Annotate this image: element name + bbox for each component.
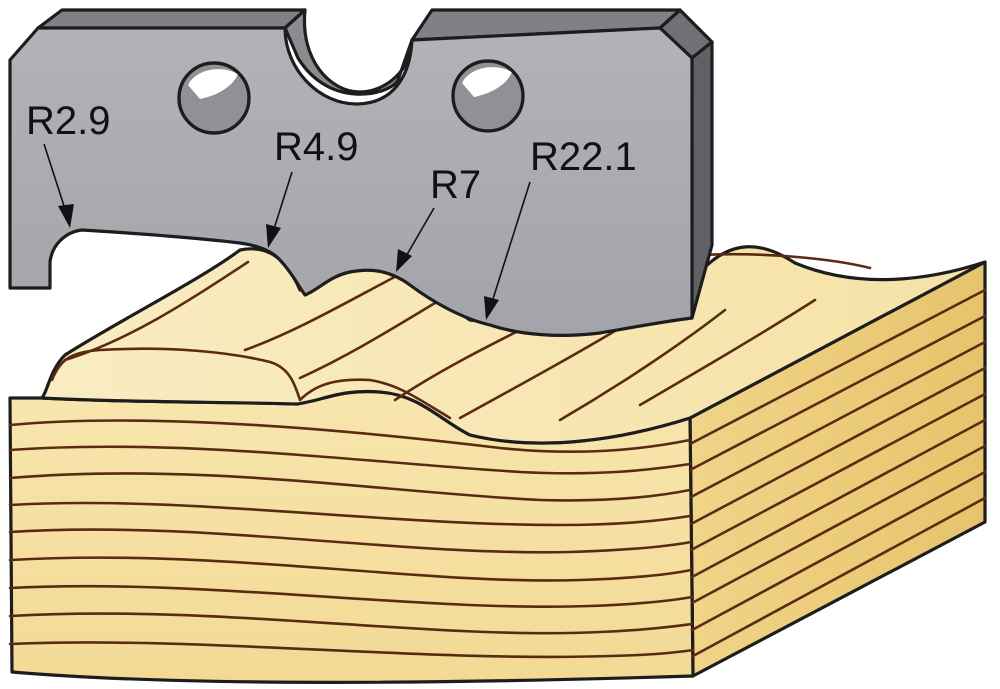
callout-r49: R4.9 xyxy=(266,125,359,248)
label-r221: R22.1 xyxy=(530,135,637,179)
callout-r29: R2.9 xyxy=(26,99,111,228)
wood-block xyxy=(8,245,987,684)
callout-r7: R7 xyxy=(396,163,481,272)
mounting-hole-right xyxy=(451,59,525,133)
wood-top-surface xyxy=(40,245,987,445)
front-grain-lines xyxy=(8,419,695,659)
blade-bevel xyxy=(36,8,307,30)
top-grain-lines xyxy=(63,252,872,422)
wood-profile-crest xyxy=(50,347,452,420)
callout-r221: R22.1 xyxy=(484,135,637,320)
label-r49: R4.9 xyxy=(274,125,359,169)
label-r7: R7 xyxy=(430,163,481,207)
mounting-hole-left xyxy=(177,61,251,135)
side-grain-lines xyxy=(688,288,987,658)
blade-notch-bevel xyxy=(283,8,414,96)
label-r29: R2.9 xyxy=(26,99,111,143)
cutter-blade xyxy=(8,8,714,337)
